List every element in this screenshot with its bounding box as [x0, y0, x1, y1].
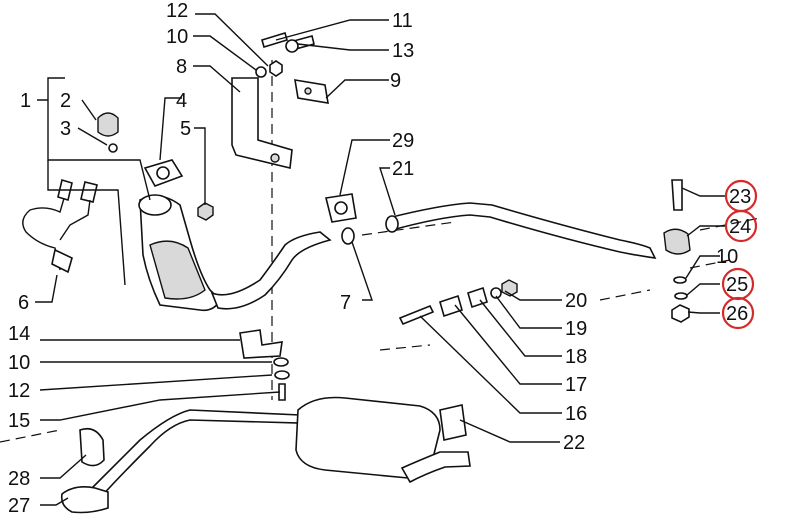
bracket-part — [231, 77, 293, 169]
clamp-kit — [398, 279, 518, 326]
callout-3: 3 — [60, 118, 71, 140]
callout-22: 22 — [563, 432, 585, 454]
callout-28: 28 — [8, 468, 30, 490]
callout-10-middle: 10 — [8, 352, 30, 374]
callout-10-top: 10 — [166, 26, 188, 48]
callout-21: 21 — [392, 158, 414, 180]
callout-17: 17 — [565, 374, 587, 396]
callout-26: 26 — [726, 303, 748, 325]
callout-16: 16 — [565, 403, 587, 425]
guide-lines — [0, 60, 761, 443]
callout-24: 24 — [729, 216, 751, 238]
callout-7: 7 — [340, 292, 351, 314]
callout-labels: 1 2 3 4 5 6 7 8 9 10 10 10 11 12 12 13 1… — [8, 0, 751, 517]
oxygen-sensor — [22, 178, 98, 274]
highlight-circle-24 — [724, 209, 758, 243]
callout-8: 8 — [176, 56, 187, 78]
callout-18: 18 — [565, 346, 587, 368]
pipe-flange — [325, 193, 357, 245]
rear-fixing-parts — [663, 179, 691, 323]
lower-bracket — [239, 329, 290, 401]
callout-12-middle: 12 — [8, 380, 30, 402]
top-fasteners — [255, 31, 315, 78]
callout-27: 27 — [8, 495, 30, 517]
highlight-circles — [721, 179, 758, 330]
callout-20: 20 — [565, 290, 587, 312]
callout-19: 19 — [565, 318, 587, 340]
callout-14: 14 — [8, 323, 30, 345]
hanger-and-clamp — [60, 427, 109, 514]
cap-and-plug — [97, 112, 119, 153]
rubber-pad — [294, 79, 329, 104]
callout-6: 6 — [18, 292, 29, 314]
leader-lines — [35, 13, 725, 506]
callout-9: 9 — [390, 70, 401, 92]
nut-part — [197, 202, 214, 221]
catalytic-converter — [138, 194, 332, 312]
callout-15: 15 — [8, 410, 30, 432]
callout-13: 13 — [392, 40, 414, 62]
callout-5: 5 — [180, 118, 191, 140]
callout-1: 1 — [20, 90, 31, 112]
callout-12-top: 12 — [166, 0, 188, 22]
gasket-part — [143, 159, 184, 187]
callout-2: 2 — [60, 90, 71, 112]
callout-23: 23 — [729, 186, 751, 208]
rear-silencer — [88, 396, 471, 500]
callout-4: 4 — [176, 90, 187, 112]
highlight-circle-26 — [721, 296, 755, 330]
intermediate-pipe — [385, 202, 657, 259]
callout-25: 25 — [726, 274, 748, 296]
callout-11: 11 — [392, 10, 413, 32]
callout-29: 29 — [392, 130, 414, 152]
callout-10-right: 10 — [716, 246, 738, 268]
